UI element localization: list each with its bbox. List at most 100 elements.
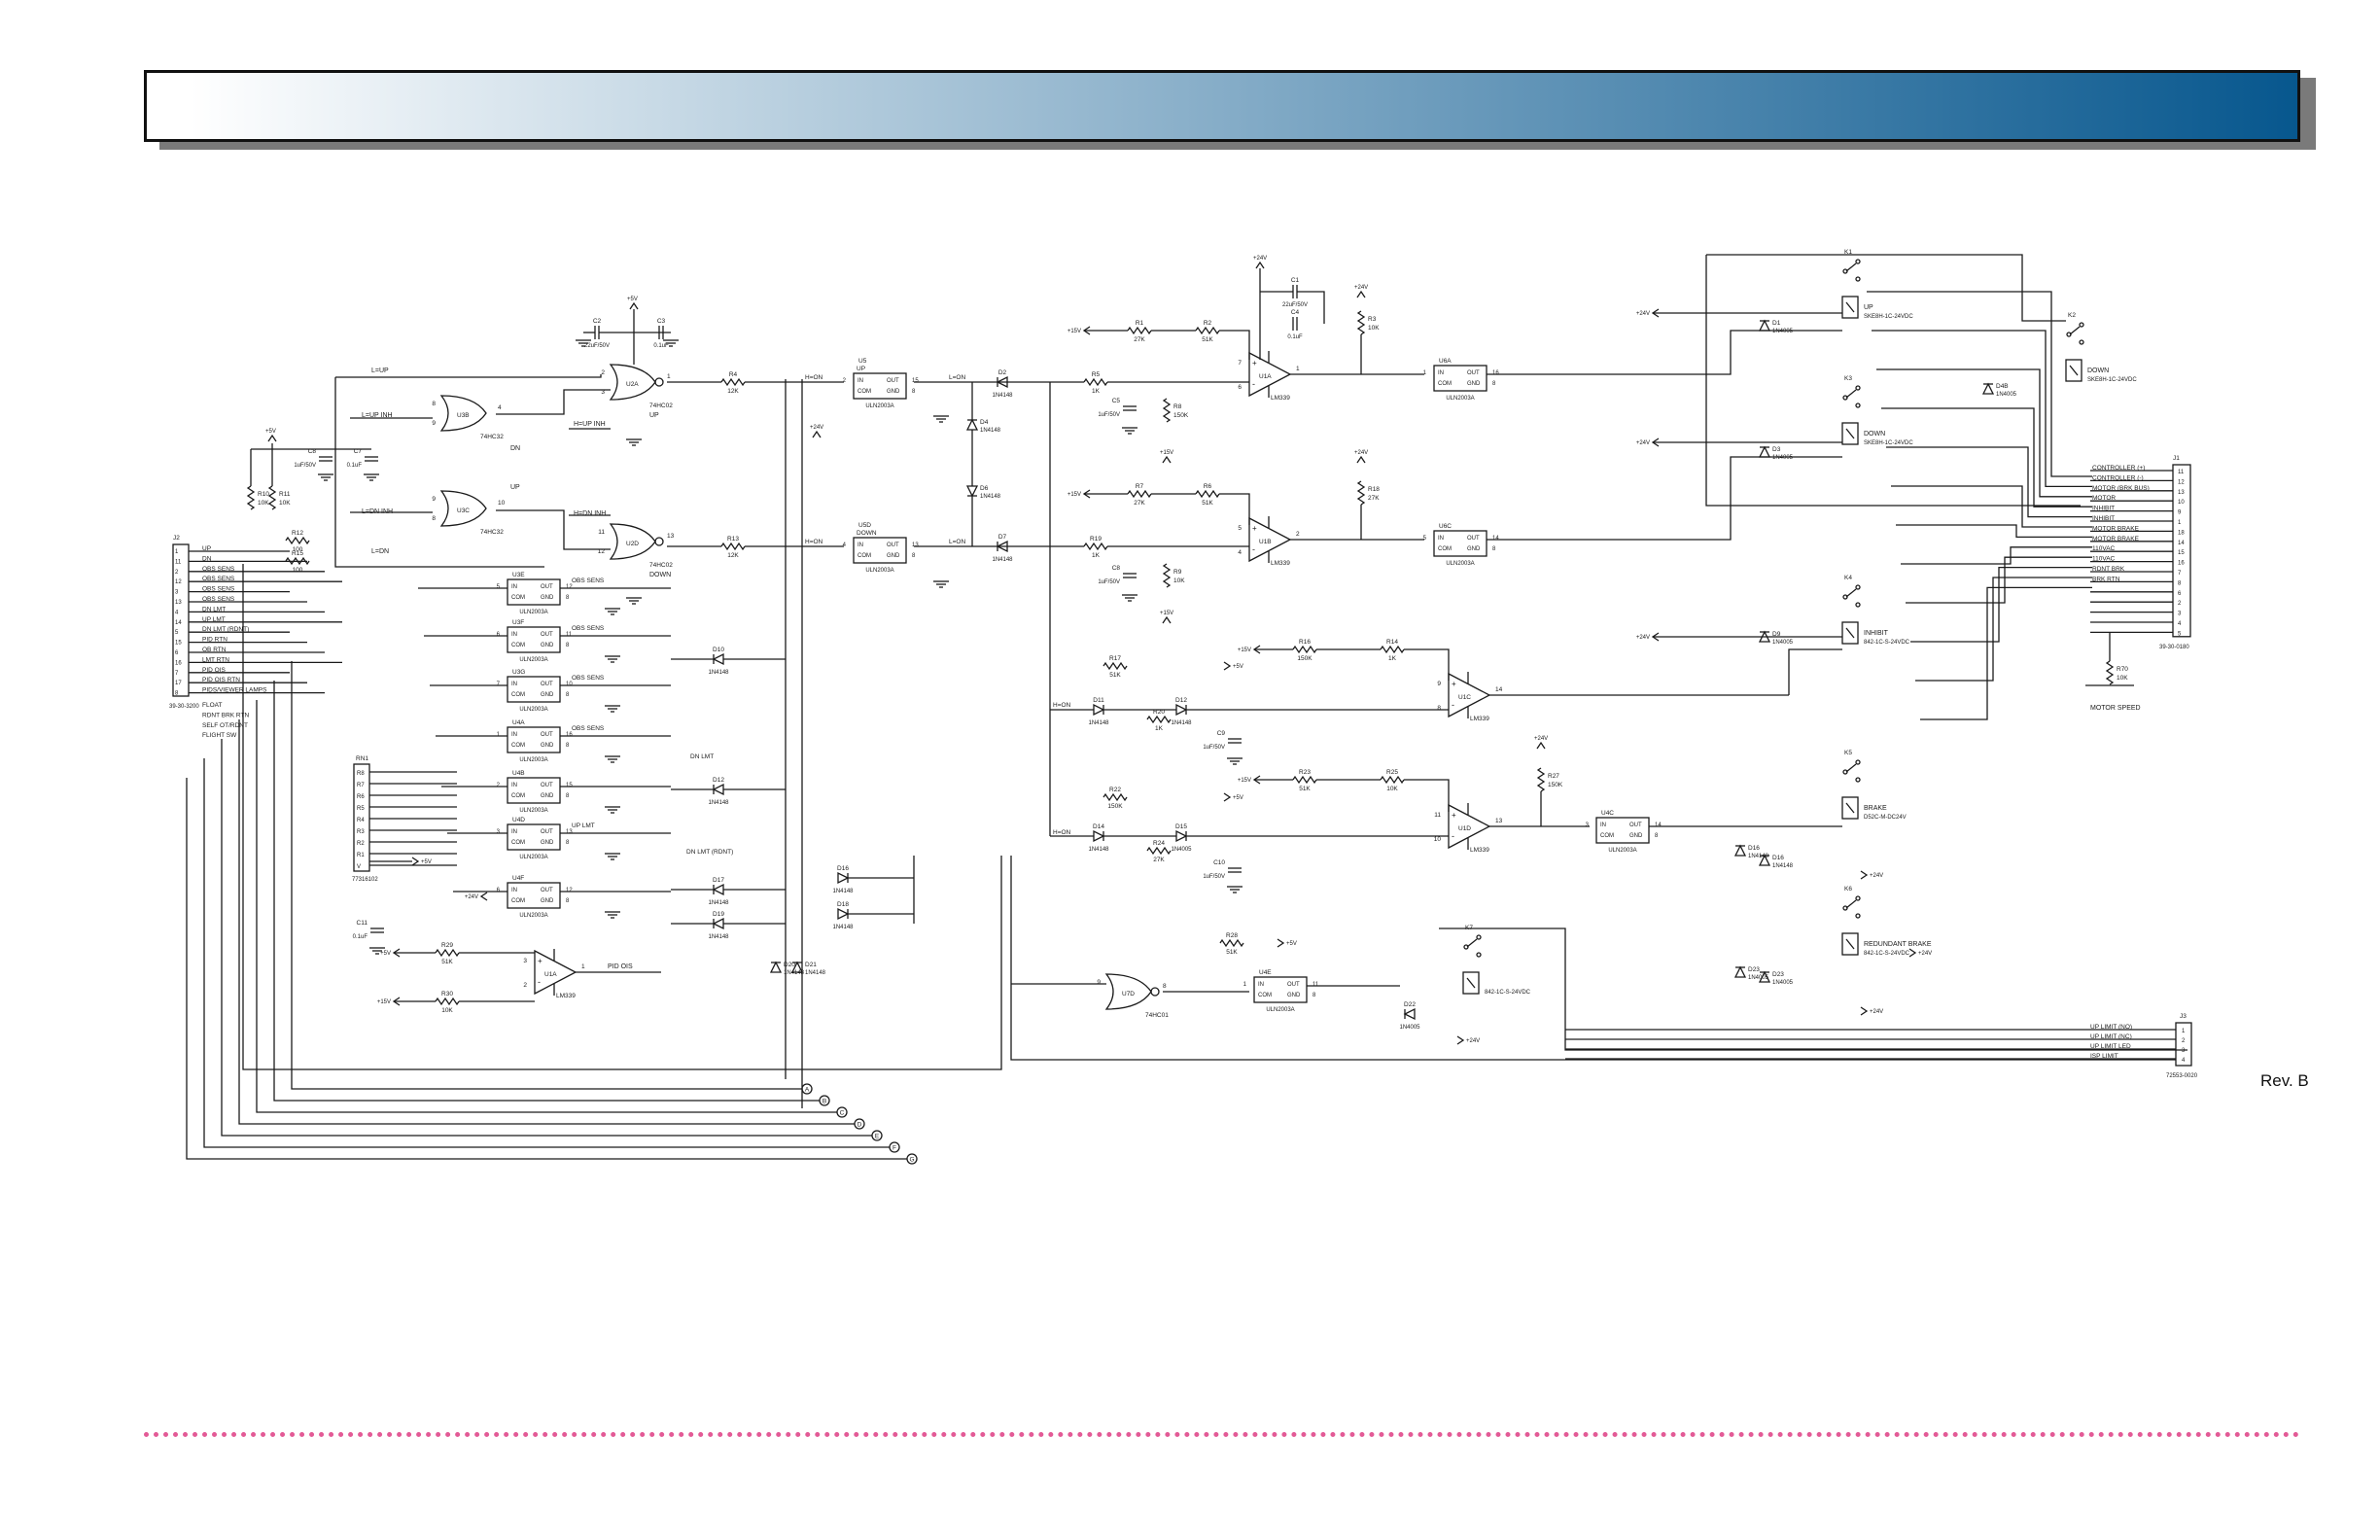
capacitor-value: 1uF/50V [1098, 579, 1120, 585]
relay-coil [2065, 359, 2082, 382]
driver-pin-number: 8 [566, 643, 570, 648]
diode [1175, 829, 1188, 843]
diode-ref: D14 [1093, 823, 1104, 830]
driver-pin-label: OUT [541, 783, 553, 788]
diode-ref: D1 [1772, 320, 1781, 327]
gate-pin: 12 [598, 548, 606, 555]
driver-pin-label: OUT [1287, 982, 1300, 988]
driver-ic [1433, 365, 1488, 392]
wire [1706, 254, 2066, 322]
diode-part: 1N4148 [980, 494, 1001, 500]
net-label: DN LMT (RDNT) [686, 849, 733, 856]
relay-contact [2066, 332, 2072, 337]
wire [256, 700, 837, 1113]
connector-pin: 14 [175, 620, 182, 626]
diode-ref: D16 [837, 865, 849, 872]
gate-pin: 1 [667, 373, 671, 380]
net-label: H=ON [805, 374, 823, 381]
resistor-value: 27K [1134, 500, 1145, 507]
relay-contact [1463, 944, 1469, 950]
connector-signal: PID OIS [202, 667, 227, 674]
diode-ref: D19 [713, 911, 724, 918]
diode-part: 1N4148 [1772, 863, 1794, 869]
connector-signal: MOTOR (BRK BUS) [2092, 485, 2150, 492]
capacitor-ref: C11 [357, 920, 368, 927]
driver-pin-number: 14 [1655, 822, 1662, 828]
driver-pin-label: GND [541, 643, 554, 648]
relay-coil-diag [2069, 365, 2079, 376]
relay-contact [1842, 395, 1848, 401]
connector-part: 72553-0020 [2166, 1073, 2198, 1079]
driver-pin-number: 6 [497, 888, 501, 893]
relay-ref: K6 [1844, 886, 1852, 892]
diode [790, 961, 804, 973]
capacitor-ref: C3 [657, 318, 666, 325]
diode [1758, 319, 1771, 332]
resistor-value: 51K [1299, 786, 1311, 792]
comparator-part: LM339 [1470, 716, 1489, 722]
comparator-pin: 1 [581, 963, 585, 970]
resistor-network-ref: RN1 [356, 755, 368, 762]
driver-pin-number: 13 [566, 829, 573, 835]
driver-pin-number: 15 [912, 378, 919, 384]
rail-arrow [1651, 308, 1660, 318]
capacitor-ref: C7 [354, 448, 363, 455]
relay-part: 842-1C-S-24VDC [1485, 990, 1531, 996]
net-label: UP [510, 484, 520, 491]
rail-arrow [1651, 438, 1660, 447]
wire [1788, 648, 1842, 695]
offpage-connector [836, 1106, 848, 1118]
driver-net-label: OBS SENS [572, 675, 605, 682]
net-label: DN LMT [690, 753, 714, 760]
driver-ic [507, 882, 561, 909]
resistor-ref: R23 [1299, 769, 1311, 776]
gate-pin: 9 [432, 496, 436, 503]
net-label: H=DN INH [574, 510, 606, 517]
offpage-connector [819, 1095, 830, 1106]
diode [769, 961, 783, 973]
parts-layer [172, 259, 2192, 1165]
driver-ref: U4B [512, 770, 525, 777]
resistor-ref: R12 [292, 530, 303, 537]
relay-contact [1476, 952, 1482, 958]
relay-part: SKE8H-1C-24VDC [1864, 314, 1913, 320]
driver-pin-number: 2 [497, 783, 501, 788]
comparator-ref: U1A [544, 971, 557, 978]
driver-pin-number: 2 [843, 378, 847, 384]
driver-pin-number: 8 [566, 692, 570, 698]
connector-pin: 8 [175, 691, 179, 697]
dotted-footer-rule [144, 1432, 2300, 1437]
driver-pin-label: IN [858, 542, 863, 548]
rail-label: +24V [1636, 440, 1650, 446]
driver-pin-number: 11 [1312, 982, 1319, 988]
relay-contact [1855, 759, 1861, 765]
driver-pin-label: IN [511, 829, 517, 835]
rail-arrow [1908, 948, 1917, 958]
resistor [1102, 792, 1128, 802]
relay-coil-diag [1845, 938, 1855, 950]
diode [837, 871, 850, 885]
driver-net-label: UP LMT [572, 822, 595, 829]
relay-contact [2069, 326, 2081, 335]
resistor-value: 12K [727, 388, 739, 395]
connector-pin: 18 [2178, 530, 2185, 536]
connector-signal: INHIBIT [2092, 506, 2115, 512]
comparator-pin: 9 [1437, 681, 1441, 687]
relay-coil [1841, 932, 1859, 956]
driver-pin-label: GND [887, 389, 900, 395]
rail-label: +5V [421, 859, 432, 865]
connector-signal: OB RTN [202, 647, 227, 653]
rail-arrow [1356, 290, 1366, 298]
diode-ref: D20 [784, 962, 795, 968]
driver-part: ULN2003A [519, 855, 547, 860]
resistor [1536, 767, 1546, 792]
gate-bubble [654, 377, 664, 387]
rail-label: +15V [1068, 492, 1081, 498]
driver-pin-number: 8 [566, 743, 570, 749]
resistor-value: 27K [1134, 336, 1145, 343]
relay-contact [1855, 402, 1861, 408]
logic-gate [439, 490, 487, 527]
resistor [1146, 846, 1172, 856]
relay-label: INHIBIT [1864, 630, 1889, 637]
connector-signal: OBS SENS [202, 576, 235, 582]
